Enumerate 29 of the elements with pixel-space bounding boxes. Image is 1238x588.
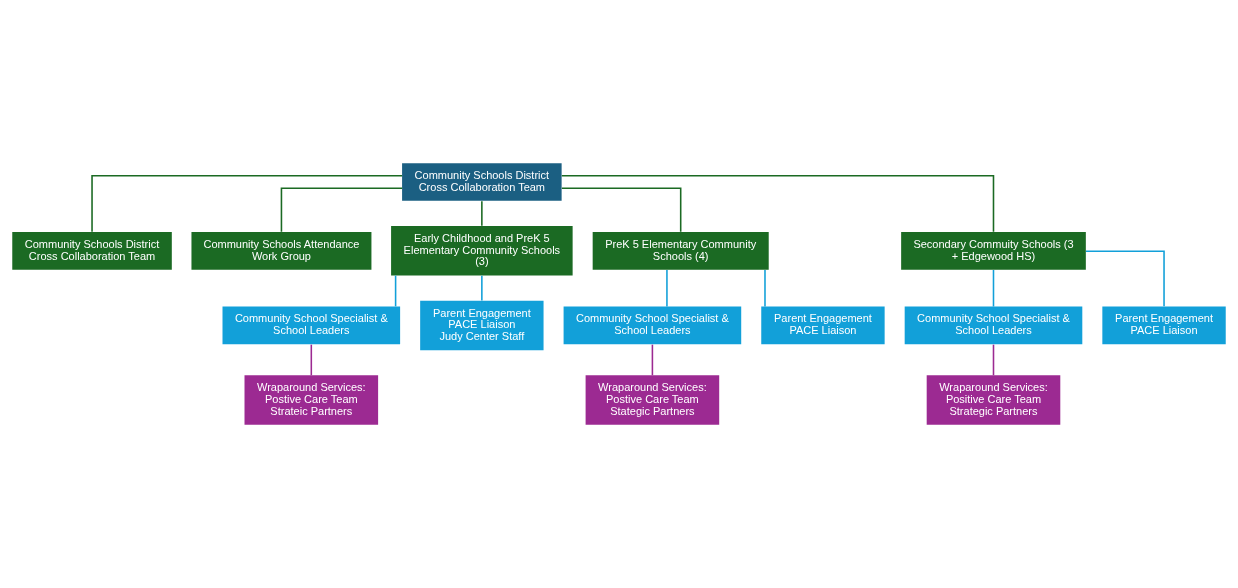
node-box: Wraparound Services: Positive Care Team Strategic Partners <box>926 375 1061 425</box>
connector <box>280 187 403 233</box>
connector <box>561 174 995 233</box>
node-box: Community School Specialist & School Leaders <box>563 306 742 345</box>
node-box: Community School Specialist & School Leaders <box>904 306 1083 345</box>
connector <box>992 343 995 377</box>
connector <box>561 187 682 233</box>
node-box: Early Childhood and PreK 5 Elementary Community Schools (3) <box>391 226 573 276</box>
node-box: Parent Engagement PACE Liaison <box>761 306 885 345</box>
node-box: PreK 5 Elementary Community Schools (4) <box>592 231 769 270</box>
connector <box>1085 250 1165 308</box>
connector <box>481 200 483 227</box>
node-box: Community Schools Attendance Work Group <box>191 231 372 270</box>
connector <box>394 274 397 308</box>
node-box: Secondary Commuity Schools (3 + Edgewood HS) <box>901 231 1086 270</box>
node-box: Wraparound Services: Postive Care Team Stategic Partners <box>585 375 720 425</box>
connector <box>651 343 654 377</box>
connector <box>764 269 766 308</box>
node-box: Parent Engagement PACE Liaison <box>1102 306 1226 345</box>
node-box: Wraparound Services: Postive Care Team Strateic Partners <box>244 375 379 425</box>
connector <box>992 269 995 308</box>
node-box: Community Schools District Cross Collaboration Team <box>402 163 562 201</box>
connector <box>666 269 668 308</box>
node-box: Community School Specialist & School Leaders <box>222 306 401 345</box>
connector <box>481 274 483 302</box>
connector <box>310 343 313 377</box>
node-box: Parent Engagement PACE Liaison Judy Center Staff <box>420 300 544 351</box>
node-box: Community Schools District Cross Collaboration Team <box>12 231 172 270</box>
connector <box>91 174 403 233</box>
